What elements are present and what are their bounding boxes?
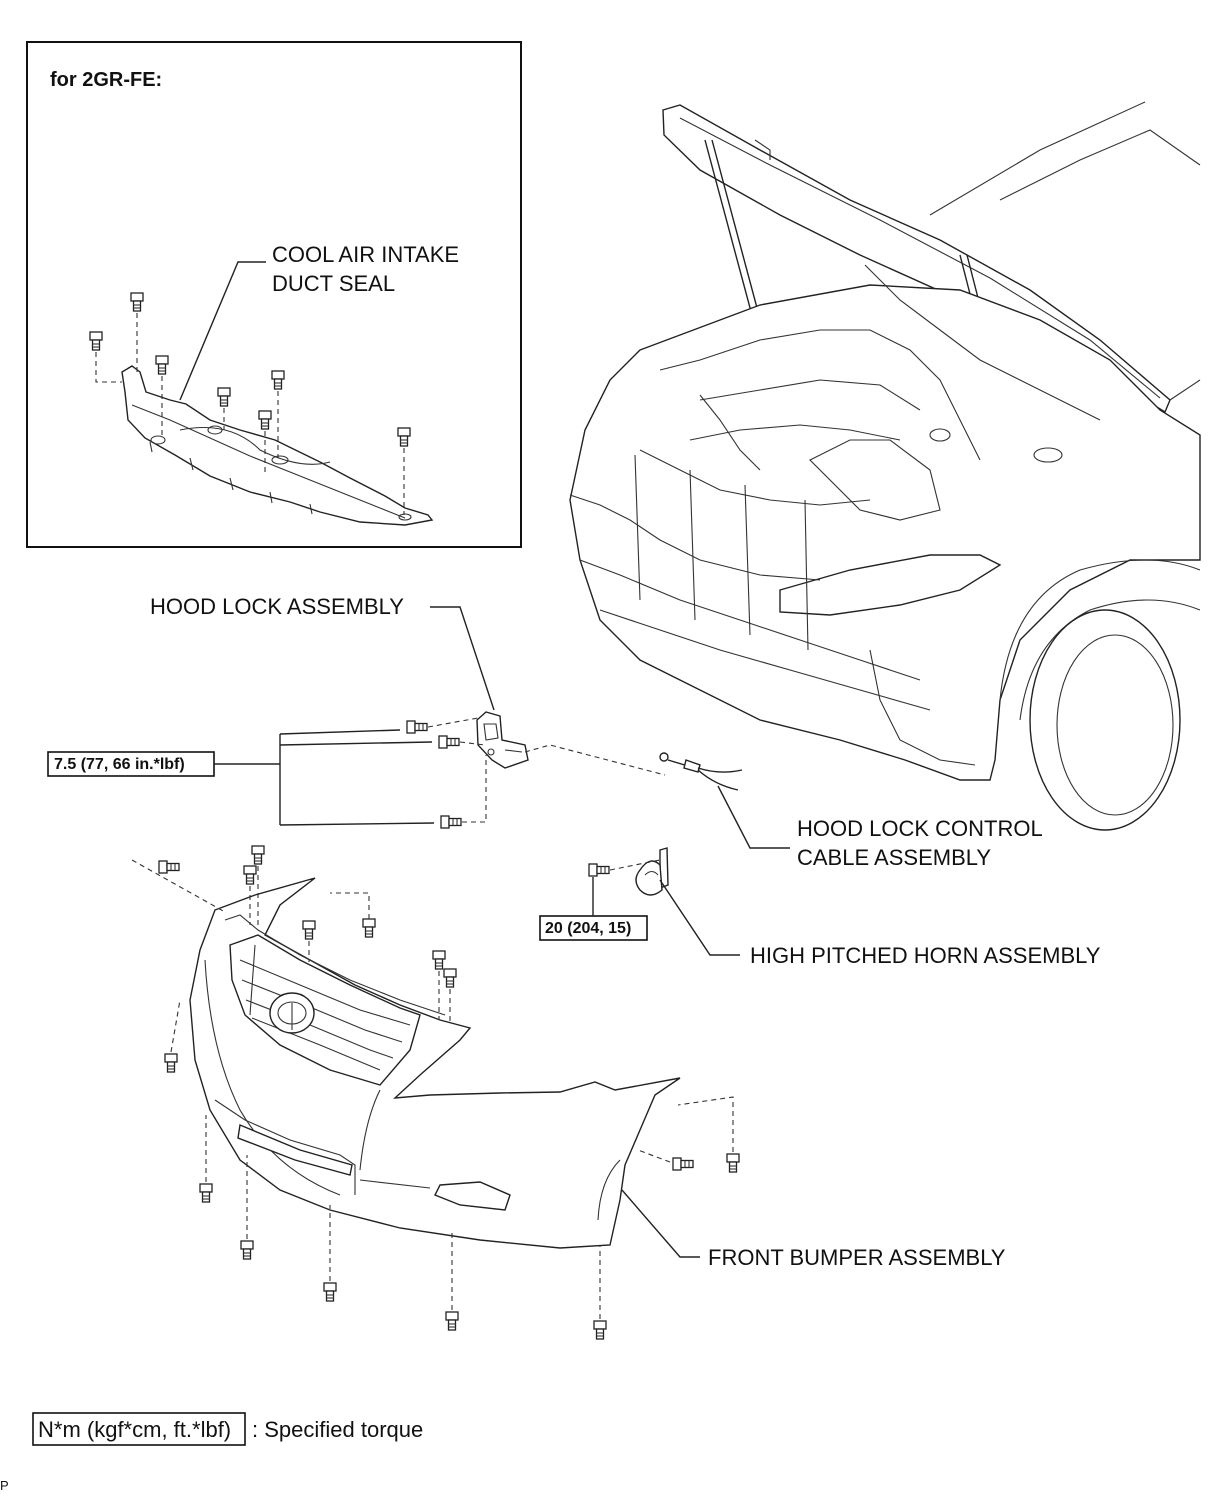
cable-leader	[717, 785, 790, 849]
horn-torque-box	[539, 915, 648, 941]
cable-label-line2: CABLE ASSEMBLY	[797, 845, 991, 870]
duct-seal-leader	[179, 261, 266, 401]
hood-lock-bolts	[406, 720, 462, 829]
torque-legend-units: N*m (kgf*cm, ft.*lbf)	[38, 1417, 231, 1442]
hood-lock-torque-leaders	[214, 729, 435, 826]
hood-lock-control-cable	[659, 752, 743, 791]
cable-label-line1: HOOD LOCK CONTROL	[797, 816, 1043, 841]
corner-mark: P	[0, 1478, 9, 1493]
hood-lock-label: HOOD LOCK ASSEMBLY	[150, 594, 404, 619]
inset-title: for 2GR-FE:	[50, 69, 162, 91]
bumper-leader	[621, 1189, 700, 1258]
hood-lock-torque-value: 7.5 (77, 66 in.*lbf)	[54, 756, 185, 773]
hood-lock-guide-lines	[427, 717, 666, 823]
torque-legend-text: : Specified torque	[252, 1417, 423, 1442]
horn-leader	[659, 879, 740, 956]
front-bumper-assembly	[189, 877, 681, 1249]
horn-bolt	[588, 863, 610, 877]
horn-torque-value: 20 (204, 15)	[545, 920, 631, 937]
hood-lock-assembly	[476, 711, 529, 769]
inset-guide-lines	[95, 313, 405, 515]
torque-legend-box	[32, 1412, 246, 1446]
hood-lock-leader	[430, 606, 495, 711]
inset-frame	[26, 41, 522, 548]
vehicle-front-outline	[569, 101, 1201, 831]
duct-seal-label-line1: COOL AIR INTAKE	[272, 242, 459, 267]
horn-label: HIGH PITCHED HORN ASSEMBLY	[750, 943, 1101, 968]
cool-air-intake-duct-seal	[121, 365, 434, 526]
bumper-label: FRONT BUMPER ASSEMBLY	[708, 1245, 1006, 1270]
high-pitched-horn	[635, 847, 669, 896]
bumper-guide-lines	[131, 859, 734, 1319]
duct-seal-label-line2: DUCT SEAL	[272, 271, 395, 296]
